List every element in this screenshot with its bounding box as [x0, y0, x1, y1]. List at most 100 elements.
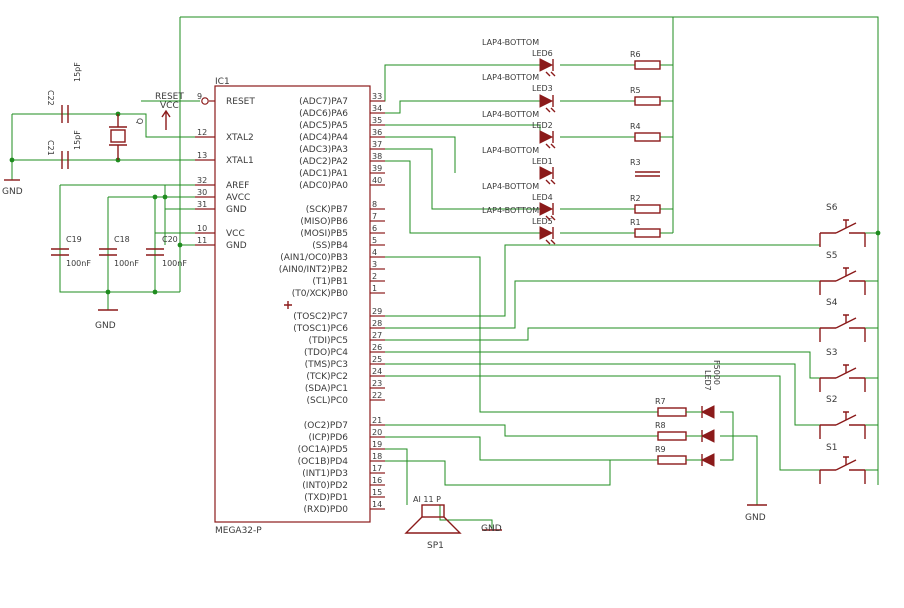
junction-dots: [9, 111, 881, 295]
led-group-label-3: LAP4-BOTTOM: [482, 110, 539, 119]
capacitor-c21: C21 15pF: [46, 130, 82, 169]
pin-num-2: 2: [372, 272, 377, 281]
s1-label: S1: [826, 443, 837, 453]
pin-name-17: (INT1)PD3: [302, 469, 348, 479]
pin-name-40: (ADC0)PA0: [299, 181, 348, 191]
pin-num-3: 3: [372, 260, 377, 269]
crystal-label: Q: [135, 118, 144, 124]
resistor-r8: R8: [655, 421, 687, 441]
pin-num-13: 13: [197, 151, 207, 160]
pin-num-33: 33: [372, 92, 382, 101]
led7-symbol-0: [700, 405, 715, 419]
pin-name-5: (SS)PB4: [312, 241, 348, 251]
pin-name-13: XTAL1: [226, 156, 254, 166]
pin-name-11: GND: [226, 241, 247, 251]
switch-symbol-0: [819, 219, 866, 247]
pin-num-34: 34: [372, 104, 382, 113]
s2-label: S2: [826, 395, 837, 405]
pin-name-7: (MISO)PB6: [300, 217, 348, 227]
pin-num-16: 16: [372, 476, 382, 485]
switch-symbol-2: [819, 314, 866, 342]
pin-num-22: 22: [372, 391, 382, 400]
pin-name-30: AVCC: [226, 193, 250, 203]
pin-name-10: VCC: [226, 229, 245, 239]
pin-num-36: 36: [372, 128, 382, 137]
pin-name-3: (AIN0/INT2)PB2: [279, 265, 348, 275]
pin-name-23: (SDA)PC1: [305, 384, 348, 394]
led3-label: LED3: [532, 84, 553, 93]
pin-num-21: 21: [372, 416, 382, 425]
pin-name-22: (SCL)PC0: [307, 396, 349, 406]
s3-label: S3: [826, 348, 837, 358]
pin-name-36: (ADC4)PA4: [299, 133, 348, 143]
pin-name-27: (TDI)PC5: [308, 336, 348, 346]
led-symbol-1: [539, 94, 556, 113]
reset-bubble: [201, 97, 209, 105]
gnd-symbol-speaker: GND: [481, 524, 502, 534]
led-symbol-4: [539, 202, 556, 221]
c19-label: C19: [66, 235, 82, 244]
vcc-net-label: VCC: [160, 101, 179, 111]
pc3-wire: [370, 363, 820, 426]
net-wires: [11, 16, 879, 530]
resistor-r9: R9: [655, 445, 687, 465]
pin-name-32: AREF: [226, 181, 249, 191]
pin-num-18: 18: [372, 452, 382, 461]
pin-num-38: 38: [372, 152, 382, 161]
led1-label: LED1: [532, 157, 553, 166]
resistor-r3: R3: [630, 158, 660, 177]
ic1-ref-label: IC1: [215, 77, 230, 87]
pin-name-18: (OC1B)PD4: [298, 457, 349, 467]
pin-num-4: 4: [372, 248, 377, 257]
pin-num-37: 37: [372, 140, 382, 149]
pin-num-6: 6: [372, 224, 377, 233]
pin-num-9: 9: [197, 92, 202, 101]
gnd-symbol-mid: GND: [95, 309, 118, 331]
pin-name-6: (MOSI)PB5: [300, 229, 348, 239]
vcc-rail-wire: [180, 16, 879, 233]
pin-num-28: 28: [372, 319, 382, 328]
switch-symbol-3: [819, 364, 866, 392]
pin-num-17: 17: [372, 464, 382, 473]
led7-symbol-1: [700, 429, 715, 443]
pin-name-2: (T1)PB1: [312, 277, 348, 287]
switch-symbol-1: [819, 267, 866, 295]
pin-num-7: 7: [372, 212, 377, 221]
c20-value: 100nF: [162, 259, 187, 268]
pin-name-25: (TMS)PC3: [305, 360, 348, 370]
pin-num-24: 24: [372, 367, 382, 376]
vcc-arrow-icon: [161, 109, 171, 130]
pin-name-31: GND: [226, 205, 247, 215]
c20-label: C20: [162, 235, 178, 244]
xtal2-wire: [12, 113, 215, 138]
c18-label: C18: [114, 235, 130, 244]
origin-cross-icon: [284, 301, 292, 309]
pa3-wire: [370, 148, 540, 210]
led-group-label-2: LAP4-BOTTOM: [482, 73, 539, 82]
r3-label: R3: [630, 158, 641, 167]
pd7-wire: [370, 424, 658, 437]
pin-num-35: 35: [372, 116, 382, 125]
gnd-right-label: GND: [745, 513, 766, 523]
led6-label: LED6: [532, 49, 553, 58]
pin-num-10: 10: [197, 224, 207, 233]
speaker-sp1: AI 11 P SP1: [404, 495, 462, 551]
led-symbol-0: [539, 58, 556, 77]
pin-name-37: (ADC3)PA3: [299, 145, 348, 155]
c21-value: 15pF: [73, 130, 82, 150]
led-group-top: LAP4-BOTTOM LED6 LAP4-BOTTOM LED3 LAP4-B…: [482, 38, 553, 226]
r6-label: R6: [630, 50, 641, 59]
pc4-wire: [370, 351, 820, 379]
pin-name-12: XTAL2: [226, 133, 254, 143]
pin-name-33: (ADC7)PA7: [299, 97, 348, 107]
gnd-left-label: GND: [2, 187, 23, 197]
r9-label: R9: [655, 445, 666, 454]
c21-label: C21: [46, 140, 55, 156]
pin-num-11: 11: [197, 236, 207, 245]
pin-name-20: (ICP)PD6: [309, 433, 349, 443]
gnd-symbol-left: GND: [2, 179, 23, 197]
pc2-wire: [370, 375, 820, 471]
speaker-label: SP1: [427, 541, 444, 551]
led2-label: LED2: [532, 121, 553, 130]
r-bus-wire: [660, 64, 673, 234]
